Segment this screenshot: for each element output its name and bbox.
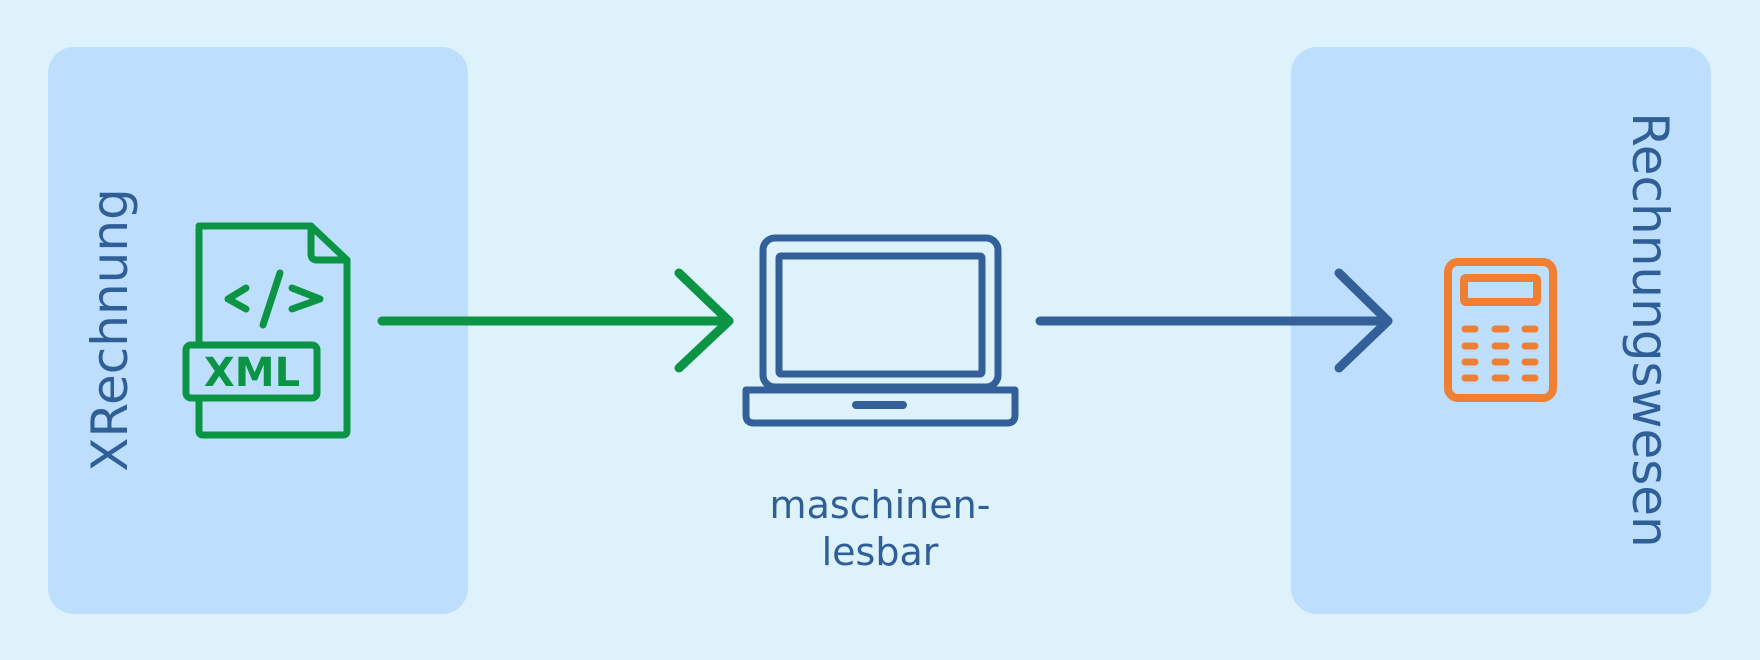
calculator-icon [1444, 258, 1557, 402]
arrow-to-laptop [377, 268, 734, 373]
arrow-to-accounting [1035, 268, 1393, 373]
xml-icon-text: XML [204, 350, 300, 396]
caption-line-1: maschinen- [769, 483, 991, 527]
laptop-caption: maschinen- lesbar [680, 482, 1080, 576]
caption-line-2: lesbar [821, 530, 939, 574]
laptop-icon [742, 234, 1019, 427]
xml-file-icon: XML [182, 222, 351, 439]
source-panel [48, 47, 468, 614]
